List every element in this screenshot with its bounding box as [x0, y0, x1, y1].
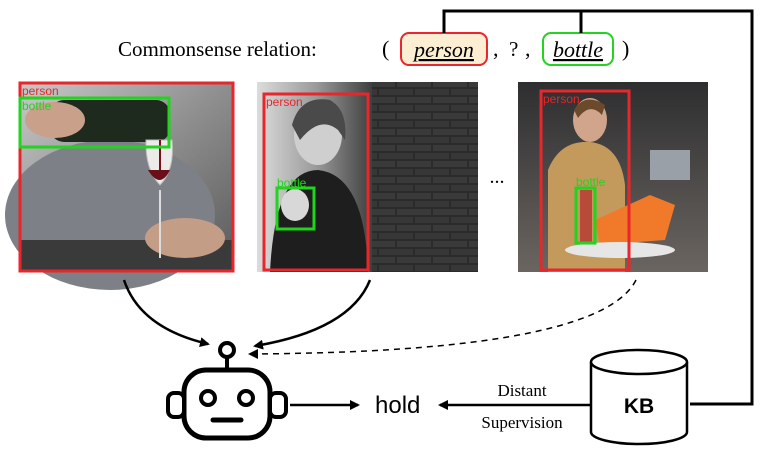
kb-database-icon [589, 348, 689, 446]
photo-1-person-box [18, 81, 235, 273]
relation-unknown: ? [509, 37, 518, 61]
photo-1-person-label: person [22, 84, 59, 98]
output-label: hold [375, 392, 420, 419]
photo-2 [257, 82, 478, 272]
relation-open-paren: ( [382, 36, 389, 61]
photo-1-bottle-label: bottle [22, 99, 52, 113]
object-token: bottle [553, 37, 603, 62]
photo-3-bottle-box [574, 186, 597, 245]
photo-2-bottle-box [275, 186, 316, 231]
arrow-photo-2-to-model [253, 279, 372, 350]
relation-prefix: Commonsense relation: [118, 37, 317, 61]
arrow-photo-1-to-model [122, 279, 210, 348]
photo-2-bottle-label: bottle [277, 176, 307, 190]
photo-3-person-box [539, 89, 631, 272]
photo-3-person-label: person [543, 92, 580, 106]
relation-close-paren: ) [622, 36, 629, 61]
relation-separator-2: , [525, 36, 531, 61]
robot-icon [166, 341, 288, 441]
photo-1-bottle-box [18, 96, 171, 149]
subject-token: person [412, 37, 474, 62]
object-token-box [542, 32, 614, 66]
photo-3-bottle-label: bottle [576, 175, 606, 189]
kb-label: KB [624, 395, 654, 418]
ellipsis: ... [490, 166, 505, 188]
photo-1 [5, 82, 234, 290]
photo-3 [518, 82, 708, 272]
arrow-photo-3-to-model [248, 279, 637, 359]
supervision-line-1: Distant [497, 381, 546, 400]
relation-separator-1: , [493, 36, 499, 61]
photo-2-person-box [262, 92, 370, 272]
photo-2-person-label: person [266, 95, 303, 109]
supervision-line-2: Supervision [481, 413, 563, 432]
kb-link-line [442, 9, 754, 406]
